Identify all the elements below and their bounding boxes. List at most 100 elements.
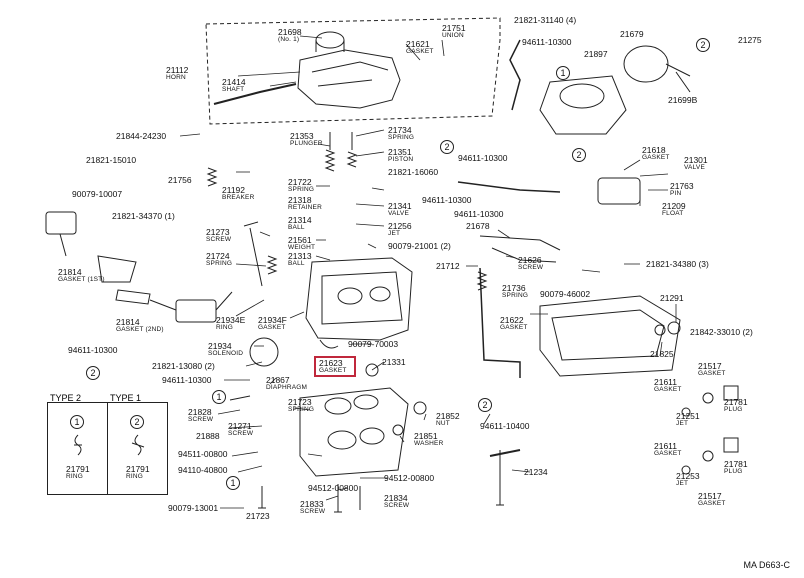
label-21699b: 21699B [668,95,698,105]
marker-1-bottom: 1 [226,476,240,490]
label-94611-10300-b: 94611-10300 [458,153,508,163]
label-21234: 21234 [524,467,548,477]
air-horn-group-outline [205,17,501,125]
label-21291: 21291 [660,293,684,303]
label-21275: 21275 [738,35,762,45]
label-94611-10300-e: 94611-10300 [68,345,118,355]
label-21712: 21712 [436,261,460,271]
marker-2-mid: 2 [440,140,454,154]
label-94512-00800-a: 94512-00800 [308,483,359,493]
label-21821-15010: 21821-15010 [86,155,137,165]
label-21756: 21756 [168,175,192,185]
ring-type1-icon [131,434,145,456]
label-90079-46002: 90079-46002 [540,289,591,299]
label-21698: 21698(No. 1) [278,27,302,43]
label-21679: 21679 [620,29,644,39]
label-21897: 21897 [584,49,608,59]
legend-type1-marker: 2 [130,415,144,429]
label-90079-10007: 90079-10007 [72,189,123,199]
legend-type1-title: TYPE 1 [110,393,142,403]
label-21821-31140: 21821-31140 (4) [514,15,577,25]
piston-cap [315,31,345,49]
diaphragm-assembly [623,45,669,83]
marker-1-left: 1 [212,390,226,404]
label-94611-10300-a: 94611-10300 [522,37,572,47]
marker-2-bottom: 2 [478,398,492,412]
label-21678: 21678 [466,221,490,231]
label-21723-b: 21723 [246,511,270,521]
label-94511-00800: 94511-00800 [178,449,228,459]
label-21821-34370: 21821-34370 (1) [112,211,175,221]
label-21821-34380: 21821-34380 (3) [646,259,709,269]
label-94611-10300-d: 94611-10300 [454,209,504,219]
label-90079-13001: 90079-13001 [168,503,219,513]
label-90079-21001: 90079-21001 (2) [388,241,451,251]
diagram-code: MA D663-C [743,560,790,570]
label-94611-10400: 94611-10400 [480,421,530,431]
label-94611-10300-f: 94611-10300 [162,375,212,385]
solenoid [175,299,217,323]
label-94110-40800: 94110-40800 [178,465,228,475]
label-21888: 21888 [196,431,220,441]
ring-type2-icon [74,434,82,456]
float [597,177,641,205]
legend-type2-marker: 1 [70,415,84,429]
label-21331: 21331 [382,357,406,367]
flange-base [299,387,409,477]
legend-type2-title: TYPE 2 [50,393,82,403]
shaft [213,83,297,105]
label-21844-24230: 21844-24230 [116,131,167,141]
main-body [305,257,413,341]
label-21821-16060: 21821-16060 [388,167,439,177]
marker-2-top-right: 2 [696,38,710,52]
label-90079-70003: 90079-70003 [348,339,399,349]
float-bowl [539,295,681,377]
marker-1-top: 1 [556,66,570,80]
marker-2-left: 2 [86,366,100,380]
label-94611-10300-c: 94611-10300 [422,195,472,205]
air-horn-body [297,49,401,109]
